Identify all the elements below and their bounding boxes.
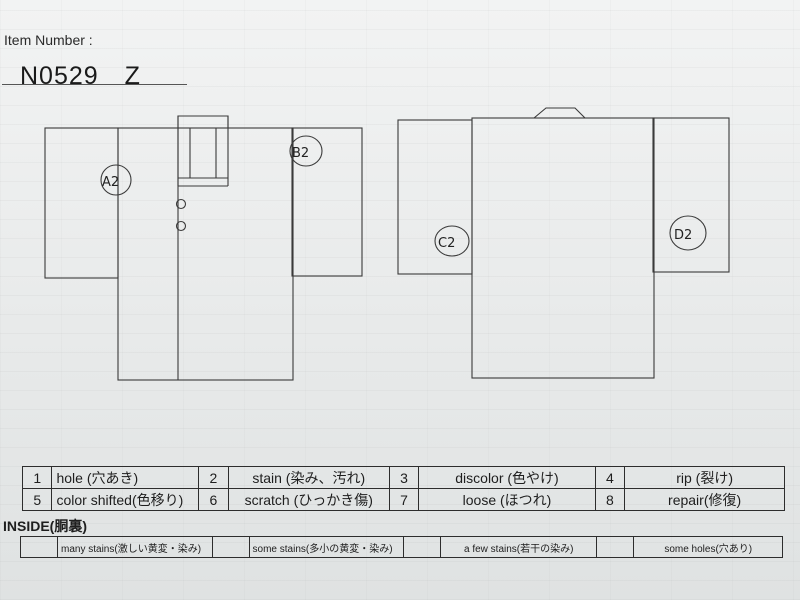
front-right-sleeve xyxy=(291,127,363,277)
inside-option-label: a few stains(若干の染み) xyxy=(440,536,598,558)
damage-legend-table: 1 hole (穴あき) 2 stain (染み、汚れ) 3 discolor … xyxy=(21,466,785,511)
collar-outer xyxy=(177,115,229,128)
marker-circle-c2 xyxy=(434,225,470,257)
back-body xyxy=(471,117,655,379)
inside-checkbox[interactable] xyxy=(403,536,442,558)
back-view xyxy=(397,107,730,379)
button-icon xyxy=(175,198,187,210)
front-body xyxy=(117,127,294,381)
inside-condition-table: many stains(激しい黄変・染み) some stains(多小の黄変・… xyxy=(19,536,783,558)
legend-number: 2 xyxy=(198,466,229,489)
legend-label: rip (裂け) xyxy=(624,466,785,489)
marker-circle-b2 xyxy=(289,135,323,167)
front-left-sleeve xyxy=(44,127,119,279)
legend-number: 1 xyxy=(21,466,53,489)
legend-row: 1 hole (穴あき) 2 stain (染み、汚れ) 3 discolor … xyxy=(21,466,785,489)
back-left-sleeve xyxy=(397,119,473,275)
legend-number: 6 xyxy=(198,488,229,511)
inside-option-label: some holes(穴あり) xyxy=(633,536,783,558)
back-right-sleeve xyxy=(652,117,730,273)
inside-option-label: some stains(多小の黄変・染み) xyxy=(248,536,405,558)
inside-section-title: INSIDE(胴裏) xyxy=(3,518,87,534)
marker-label: B2 xyxy=(292,146,309,161)
legend-label: color shifted(色移り) xyxy=(51,488,200,511)
marker-circle-d2 xyxy=(669,215,707,251)
marker-label: D2 xyxy=(674,228,692,243)
inside-checkbox[interactable] xyxy=(19,536,59,558)
collar-inner xyxy=(189,127,217,178)
button-icon xyxy=(175,220,187,232)
item-number-underline xyxy=(2,84,187,85)
collar-band xyxy=(177,115,229,186)
legend-label: hole (穴あき) xyxy=(51,466,200,489)
inside-row: many stains(激しい黄変・染み) some stains(多小の黄変・… xyxy=(19,536,783,558)
back-collar xyxy=(533,107,586,119)
legend-number: 4 xyxy=(594,466,626,489)
legend-number: 7 xyxy=(388,488,420,511)
legend-label: scratch (ひっかき傷) xyxy=(227,488,390,511)
front-view xyxy=(44,115,363,381)
marker-label: A2 xyxy=(102,175,119,190)
inside-checkbox[interactable] xyxy=(596,536,635,558)
inside-checkbox[interactable] xyxy=(211,536,250,558)
legend-label: discolor (色やけ) xyxy=(418,466,596,489)
marker-label: C2 xyxy=(438,236,455,251)
legend-label: repair(修復) xyxy=(624,488,785,511)
legend-label: loose (ほつれ) xyxy=(418,488,596,511)
inside-option-label: many stains(激しい黄変・染み) xyxy=(57,536,213,558)
item-number-value: N0529 Z xyxy=(20,62,141,90)
legend-row: 5 color shifted(色移り) 6 scratch (ひっかき傷) 7… xyxy=(21,488,785,511)
marker-circle-a2 xyxy=(100,164,132,196)
legend-number: 3 xyxy=(388,466,420,489)
legend-number: 5 xyxy=(21,488,53,511)
item-number-label: Item Number : xyxy=(4,32,93,48)
legend-label: stain (染み、汚れ) xyxy=(227,466,390,489)
garment-diagram: A2 B2 C2 D2 xyxy=(44,107,730,381)
legend-number: 8 xyxy=(594,488,626,511)
